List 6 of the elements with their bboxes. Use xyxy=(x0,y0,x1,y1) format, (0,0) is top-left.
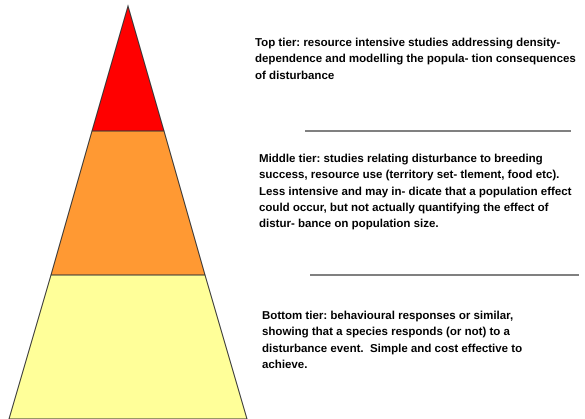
pyramid-tier xyxy=(8,274,248,419)
tier-description: Top tier: resource intensive studies addressing density-dependence and modelling the popula- tion consequences of disturbance xyxy=(255,36,577,84)
pyramid-tier xyxy=(50,130,206,276)
tier-description: Middle tier: studies relating disturbance to breeding success, resource use (territory set- tlement, food etc). Less intensive and may in- dicate that a population effect could occur, but not actually quantifying the effect of distur- bance on population size. xyxy=(259,152,572,232)
pyramid-tier xyxy=(91,4,165,132)
tier-description: Bottom tier: behavioural responses or similar, showing that a species responds (or not) to a disturbance event. Simple and cost effective to achieve. xyxy=(262,309,524,373)
